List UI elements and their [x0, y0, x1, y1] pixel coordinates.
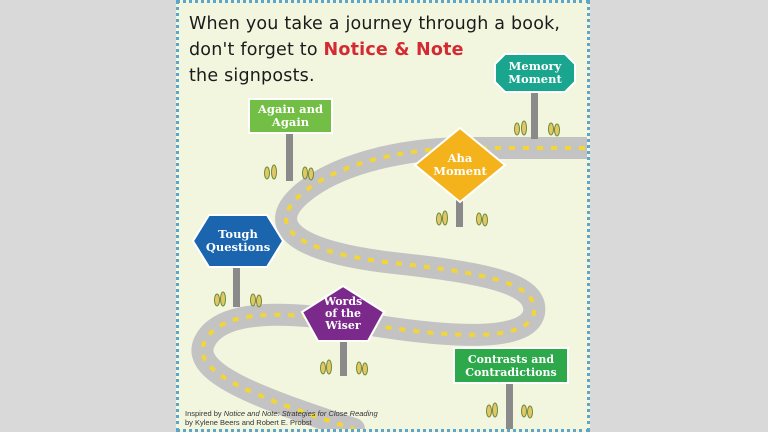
words-of-the-wiser-line-2: of the: [325, 307, 361, 320]
tough-questions-label: Tough Questions: [193, 228, 283, 254]
contrasts-line-1: Contrasts and: [467, 353, 555, 366]
winding-road: [191, 137, 587, 429]
poster: When you take a journey through a book, …: [176, 0, 590, 432]
contrasts-post: [506, 381, 513, 429]
memory-moment-sign: [494, 53, 576, 93]
credit-prefix: Inspired by: [185, 409, 224, 418]
slide-left-margin: [0, 0, 176, 432]
road-map-illustration: [191, 53, 587, 429]
tough-questions-post: [233, 265, 240, 307]
aha-moment-sign: [413, 126, 507, 204]
contrasts-sign: [453, 347, 569, 384]
aha-moment-line-2: Moment: [433, 164, 487, 178]
grass-tufts: [214, 120, 560, 419]
headline-accent: Notice & Note: [323, 40, 464, 60]
words-of-the-wiser-sign: [300, 284, 386, 342]
words-of-the-wiser-post: [340, 336, 347, 376]
tough-questions-line-2: Questions: [205, 240, 271, 254]
credit-authors: by Kylene Beers and Robert E. Probst: [185, 418, 312, 427]
memory-moment-line-2: Moment: [508, 72, 562, 86]
headline-line-2-prefix: don't forget to: [189, 40, 324, 60]
again-and-again-label: Again and Again: [249, 103, 332, 129]
again-and-again-sign: [248, 98, 333, 134]
aha-moment-line-1: Aha: [447, 151, 473, 165]
headline-line-3: the signposts.: [189, 66, 315, 86]
aha-moment-label: Aha Moment: [415, 152, 505, 178]
credit-line-1: Inspired by Notice and Note: Strategies …: [185, 409, 485, 418]
road-center-line: [200, 146, 587, 429]
headline-line-2: don't forget to Notice & Note: [189, 37, 587, 63]
contrasts-label: Contrasts and Contradictions: [454, 353, 568, 379]
tough-questions-sign: [191, 214, 285, 268]
memory-moment-label: Memory Moment: [495, 60, 575, 86]
headline-line-1: When you take a journey through a book,: [189, 14, 561, 34]
again-and-again-post: [286, 133, 293, 181]
memory-moment-post: [531, 83, 538, 139]
words-of-the-wiser-line-3: Wiser: [325, 319, 361, 332]
words-of-the-wiser-label: Words of the Wiser: [302, 296, 384, 332]
credit-title: Notice and Note: Strategies for Close Re…: [223, 409, 378, 418]
memory-moment-line-1: Memory: [508, 59, 562, 73]
headline: When you take a journey through a book, …: [189, 11, 587, 89]
tough-questions-line-1: Tough: [218, 227, 258, 241]
credit: Inspired by Notice and Note: Strategies …: [185, 409, 485, 427]
again-and-again-line-2: Again: [271, 115, 310, 129]
slide-right-margin: [590, 0, 768, 432]
again-and-again-line-1: Again and: [257, 102, 323, 116]
contrasts-line-2: Contradictions: [465, 366, 557, 379]
aha-moment-post: [456, 195, 463, 227]
words-of-the-wiser-line-1: Words: [323, 295, 363, 308]
